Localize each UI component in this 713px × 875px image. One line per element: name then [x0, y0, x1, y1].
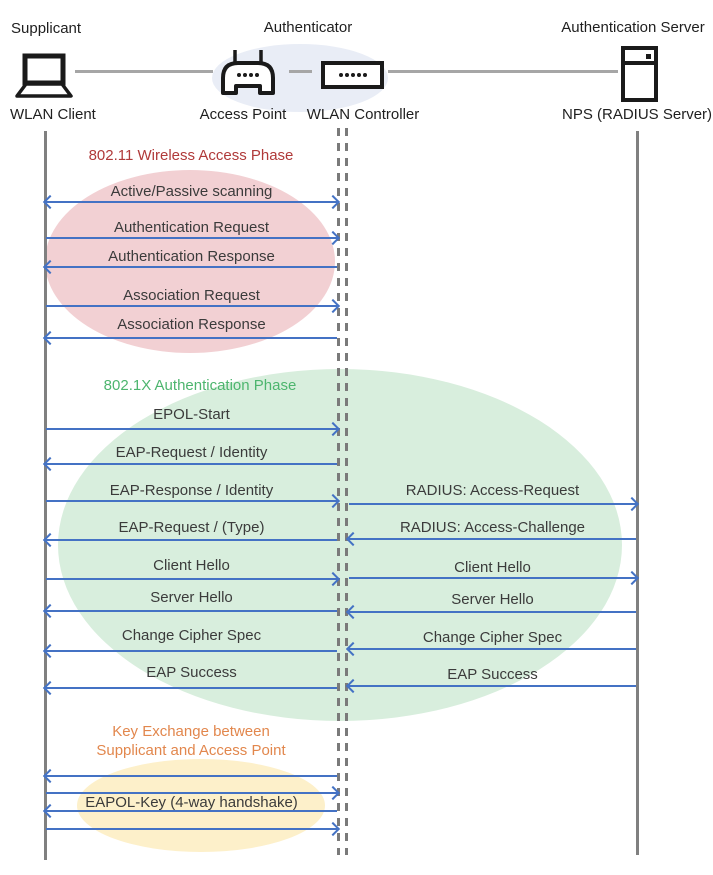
message: Server Hello: [345, 591, 637, 620]
message-label: Server Hello: [451, 591, 534, 608]
arrow-right-icon: [46, 821, 341, 837]
message-label: Authentication Request: [113, 219, 270, 236]
message: Association Request: [45, 287, 341, 314]
arrow-left-icon: [345, 531, 636, 547]
arrow-left-icon: [42, 330, 337, 346]
message-label: EAP-Response / Identity: [109, 482, 274, 499]
server-icon: [621, 46, 658, 102]
arrow-right-icon: [46, 493, 341, 509]
arrow-right-icon: [349, 496, 640, 512]
arrow-left-icon: [42, 768, 337, 784]
phase1-title: 802.11 Wireless Access Phase: [88, 147, 294, 164]
phase1-ellipse: [45, 170, 335, 353]
message-label: EAP-Request / Identity: [115, 444, 268, 461]
lifeline-nps: [636, 131, 639, 855]
message: EAP Success: [345, 666, 637, 694]
wlan-controller-icon: [321, 61, 384, 89]
message: EAP-Request / Identity: [42, 444, 338, 472]
connector-line: [388, 70, 618, 73]
arrow-left-icon: [42, 532, 337, 548]
message: EPOL-Start: [45, 406, 341, 437]
arrow-left-icon: [345, 678, 636, 694]
message-label: EAP Success: [146, 664, 237, 681]
arrow-right-icon: [46, 571, 341, 587]
phase2-ellipse: [58, 369, 622, 721]
message: RADIUS: Access-Request: [348, 482, 640, 512]
arrow-left-icon: [42, 603, 337, 619]
arrow-right-icon: [46, 230, 341, 246]
arrow-right-icon: [349, 570, 640, 586]
message: [45, 785, 341, 801]
message-label: Change Cipher Spec: [121, 627, 262, 644]
node-wlan-controller: WLAN Controller: [306, 106, 420, 123]
message: Server Hello: [42, 589, 338, 619]
message-label: EPOL-Start: [153, 406, 230, 423]
message: Authentication Response: [42, 248, 338, 275]
phase3-title: Key Exchange between Supplicant and Acce…: [85, 722, 297, 760]
message: [42, 768, 338, 784]
role-authenticator: Authenticator: [263, 19, 353, 36]
message-label: EAPOL-Key (4-way handshake): [85, 794, 298, 811]
message: EAP-Request / (Type): [42, 519, 338, 548]
message: EAP-Response / Identity: [45, 482, 341, 509]
message: Client Hello: [45, 557, 341, 587]
message-label: Association Request: [123, 287, 260, 304]
arrow-left-icon: [42, 456, 337, 472]
message-label: EAP-Request / (Type): [118, 519, 265, 536]
message: Active/Passive scanning: [42, 183, 341, 210]
message-label: Change Cipher Spec: [422, 629, 563, 646]
message: Association Response: [42, 316, 338, 346]
arrow-left-icon: [345, 604, 636, 620]
node-wlan-client: WLAN Client: [10, 106, 96, 123]
arrow-left-icon: [345, 641, 636, 657]
message-label: RADIUS: Access-Request: [405, 482, 580, 499]
access-point-icon: [221, 50, 275, 95]
arrow-right-icon: [46, 421, 341, 437]
message-label: Authentication Response: [108, 248, 275, 265]
message-label: Association Response: [117, 316, 266, 333]
arrow-left-icon: [42, 680, 337, 696]
message-label: RADIUS: Access-Challenge: [399, 519, 586, 536]
phase3-ellipse: [77, 759, 325, 852]
lifeline-wlan-controller-right: [345, 128, 348, 855]
arrow-right-icon: [46, 298, 341, 314]
message: Authentication Request: [45, 219, 341, 246]
arrow-left-icon: [42, 259, 337, 275]
arrow-right-icon: [46, 785, 341, 801]
message: EAP Success: [42, 664, 338, 696]
lifeline-wlan-client: [44, 131, 47, 860]
role-authentication-server: Authentication Server: [561, 19, 705, 36]
connector-dash: [289, 70, 312, 73]
role-supplicant: Supplicant: [11, 20, 82, 37]
arrow-left-icon: [42, 803, 337, 819]
message: Change Cipher Spec: [345, 629, 637, 657]
phase3-title-line2: Supplicant and Access Point: [96, 742, 286, 759]
arrow-left-icon: [42, 643, 337, 659]
message-label: Client Hello: [454, 559, 531, 576]
arrow-both-icon: [42, 194, 341, 210]
phase2-title: 802.1X Authentication Phase: [103, 377, 297, 394]
message: EAPOL-Key (4-way handshake): [42, 794, 338, 819]
message-label: EAP Success: [447, 666, 538, 683]
phase3-title-line1: Key Exchange between: [112, 723, 270, 740]
message-label: Server Hello: [150, 589, 233, 606]
message: RADIUS: Access-Challenge: [345, 519, 637, 547]
node-nps-radius-server: NPS (RADIUS Server): [562, 106, 713, 123]
lifeline-wlan-controller-left: [337, 128, 340, 855]
message-label: Active/Passive scanning: [110, 183, 273, 200]
message: [45, 821, 341, 837]
message-label: Client Hello: [153, 557, 230, 574]
node-access-point: Access Point: [199, 106, 287, 123]
laptop-icon: [15, 53, 73, 98]
connector-line: [75, 70, 213, 73]
message: Client Hello: [348, 559, 640, 586]
message: Change Cipher Spec: [42, 627, 338, 659]
